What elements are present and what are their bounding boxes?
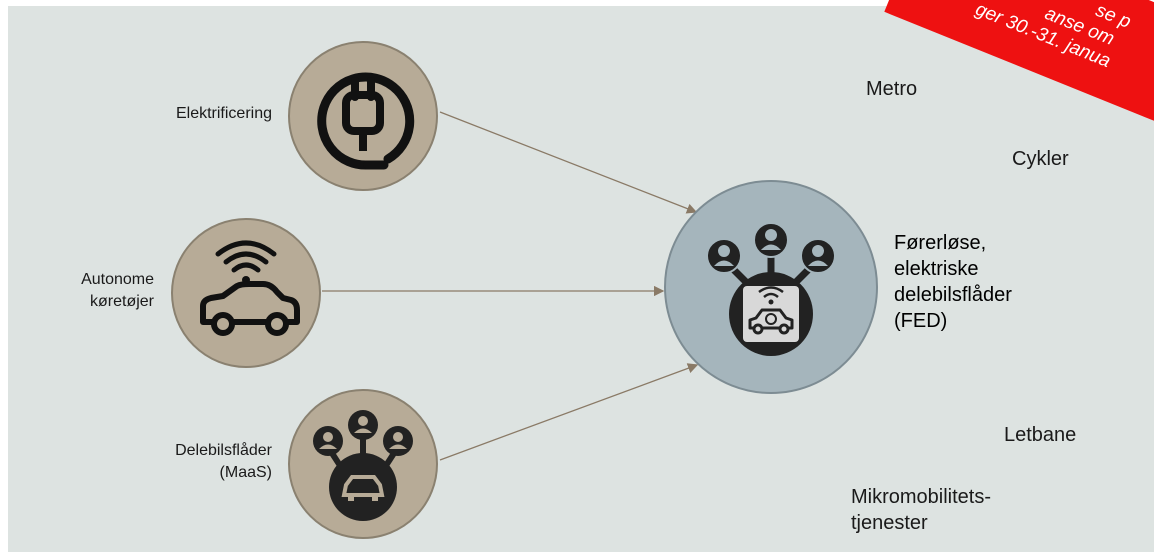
mode-letbane: Letbane xyxy=(1004,424,1077,446)
fed-line1: Førerløse, xyxy=(894,232,987,254)
mikro-line1: Mikromobilitets- xyxy=(851,486,992,508)
mode-metro: Metro xyxy=(866,78,918,100)
circle-elektrificering xyxy=(288,41,438,191)
circle-delebil xyxy=(288,389,438,539)
label-delebil: Delebilsflåder (MaaS) xyxy=(110,440,272,484)
shared-fleet-icon xyxy=(313,410,413,521)
center-label-fed: Førerløse, elektriske delebilsflåder (FE… xyxy=(894,230,1094,334)
center-circle-fed xyxy=(664,180,878,394)
arrow-delebil xyxy=(439,363,699,461)
fed-line4: (FED) xyxy=(894,310,948,332)
label-delebil-line1: Delebilsflåder xyxy=(175,442,272,459)
driverless-fleet-icon xyxy=(706,222,836,356)
label-autonome: Autonome køretøjer xyxy=(40,269,154,313)
plug-icon xyxy=(317,72,415,170)
fed-line2: elektriske xyxy=(894,258,979,280)
label-autonome-line2: køretøjer xyxy=(90,293,154,310)
mode-mikromobilitet: Mikromobilitets- tjenester xyxy=(851,484,991,536)
label-elektrificering: Elektrificering xyxy=(175,105,272,122)
mikro-line2: tjenester xyxy=(851,512,928,534)
label-autonome-line1: Autonome xyxy=(81,271,154,288)
connected-car-icon xyxy=(200,240,300,336)
fed-line3: delebilsflåder xyxy=(894,284,1012,306)
arrow-elektrificering xyxy=(439,111,698,214)
mode-cykler: Cykler xyxy=(1012,148,1069,170)
circle-autonome xyxy=(171,218,321,368)
label-delebil-line2: (MaaS) xyxy=(219,464,272,481)
